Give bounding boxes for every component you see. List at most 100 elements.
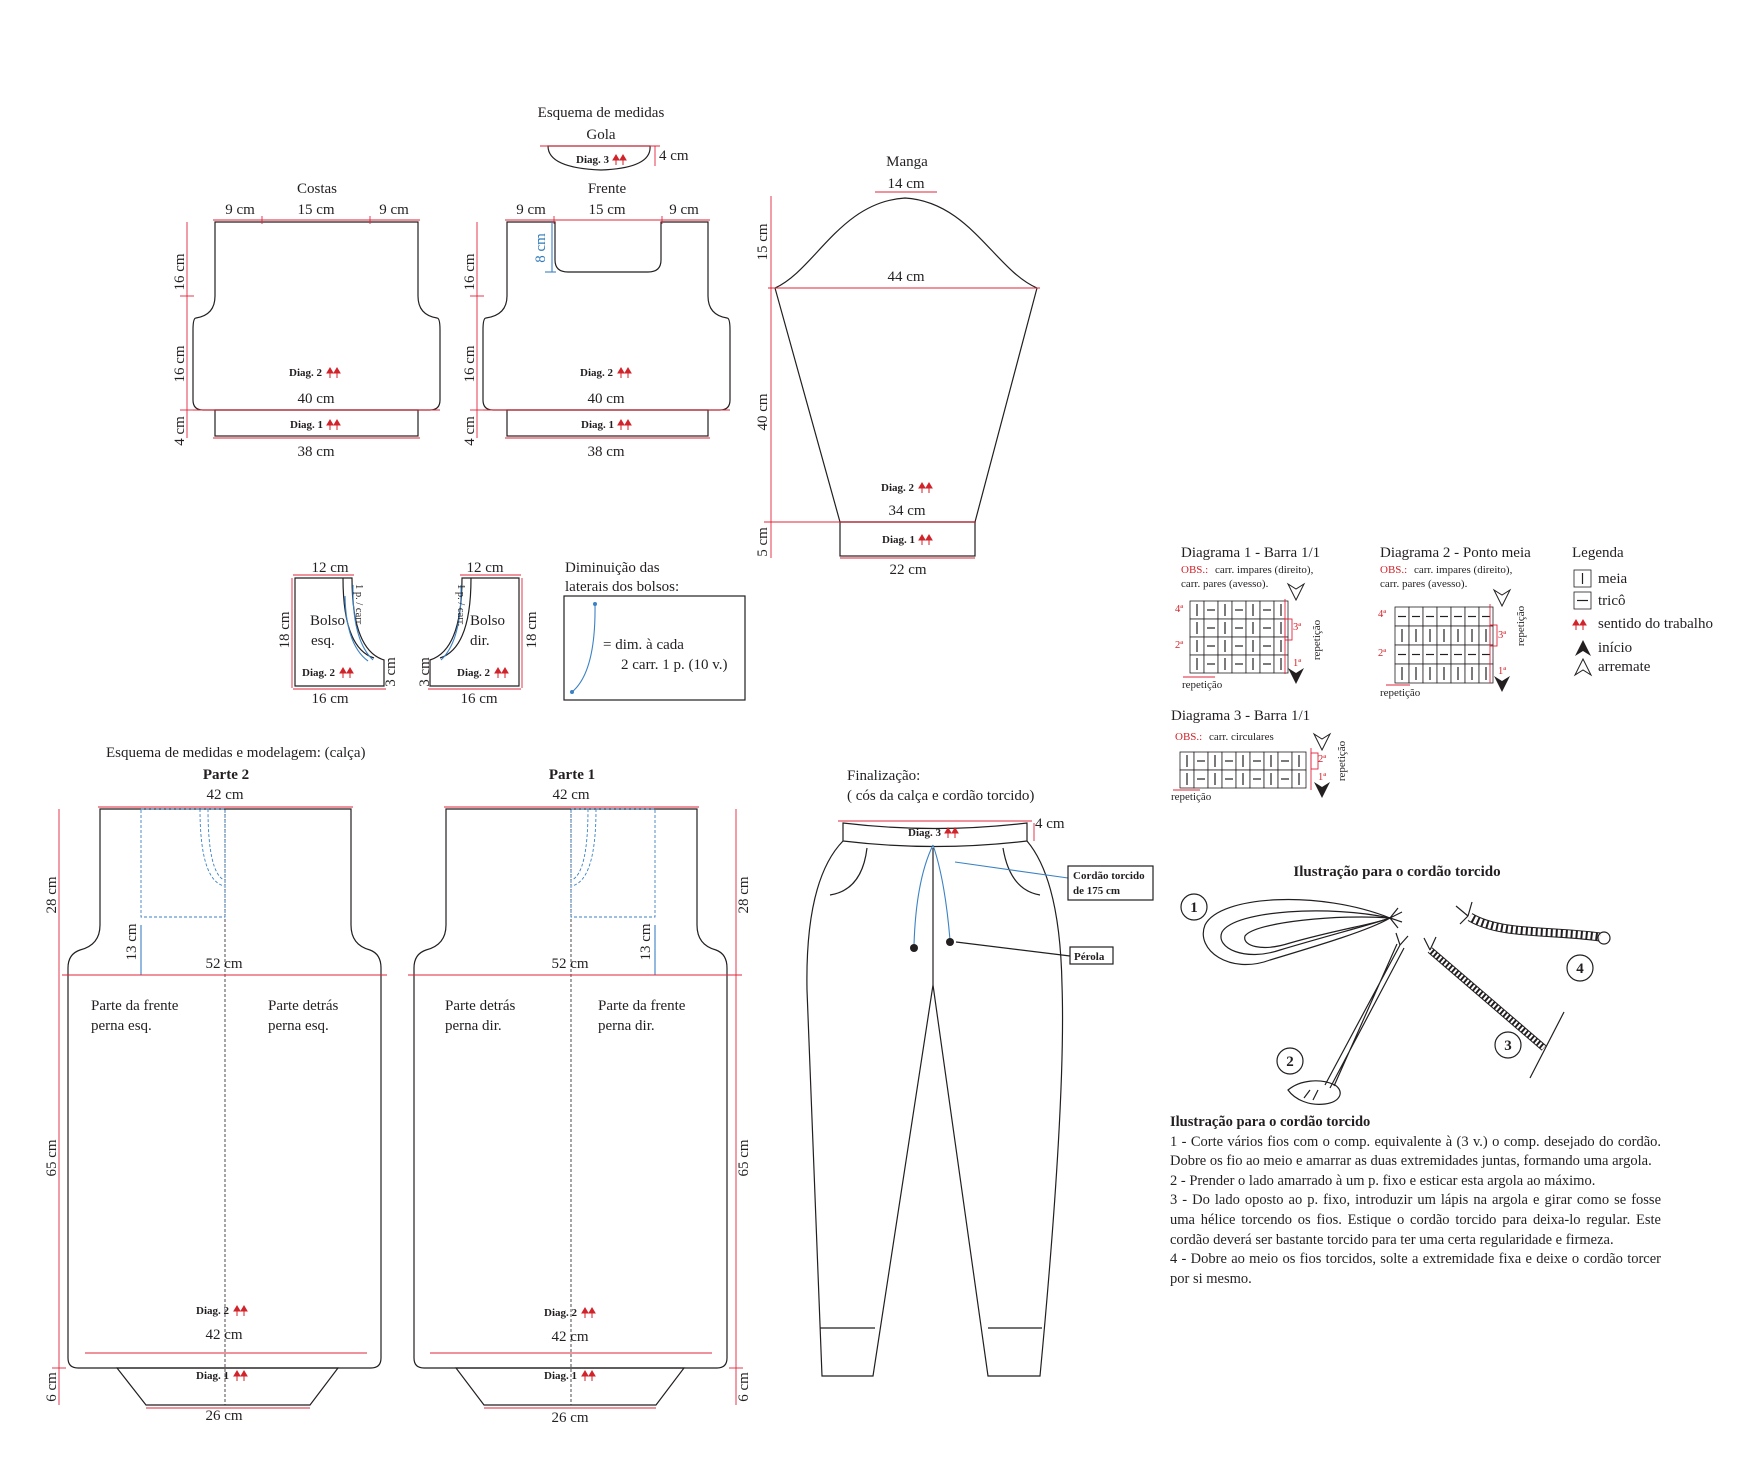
manga-bottom: 22 cm — [889, 562, 926, 578]
dim-text-1: = dim. à cada — [603, 637, 684, 653]
legend-arremate: arremate — [1598, 659, 1651, 675]
costas-top-right: 9 cm — [379, 202, 409, 218]
instruction-step-4: 4 - Dobre ao meio os fios torcidos, solt… — [1170, 1251, 1661, 1287]
pocket-decrease-note: Diminuição das laterais dos bolsos: = di… — [563, 560, 746, 701]
frente-label: Frente — [588, 181, 627, 197]
d1-rep-h: repetição — [1182, 679, 1223, 691]
d3-title: Diagrama 3 - Barra 1/1 — [1171, 708, 1310, 724]
illus-num-1: 1 — [1190, 900, 1198, 916]
d1-obs2: carr. pares (avesso). — [1181, 578, 1269, 590]
frente-side-upper: 16 cm — [462, 253, 478, 290]
frente-side-lower: 16 cm — [462, 345, 478, 382]
bolso-esq-bottom: 16 cm — [311, 691, 348, 707]
parte2-label: Parte 2 — [203, 767, 249, 783]
legend-inicio: início — [1598, 640, 1632, 656]
legend-sentido: sentido do trabalho — [1598, 616, 1713, 632]
d2-row-2: 2ª — [1378, 648, 1386, 659]
d3-row-1: 1ª — [1318, 772, 1326, 783]
parte1-cuff: 6 cm — [736, 1372, 752, 1402]
costas-top-mid: 15 cm — [297, 202, 334, 218]
d1-obs1: carr. impares (direito), — [1215, 564, 1314, 576]
bolso-dir-name2: dir. — [470, 633, 490, 649]
parte2-lower: 42 cm — [205, 1327, 242, 1343]
parte1-diag2: Diag. 2 — [544, 1307, 578, 1319]
calca-parte-2: 42 cm 28 cm 13 cm 52 cm Parte da frente … — [44, 787, 387, 1424]
costas-width: 40 cm — [297, 391, 334, 407]
parte1-label: Parte 1 — [549, 767, 595, 783]
d1-title: Diagrama 1 - Barra 1/1 — [1181, 545, 1320, 561]
frente-top-left: 9 cm — [516, 202, 546, 218]
illus-num-4: 4 — [1576, 961, 1584, 977]
parte2-front-1: Parte da frente — [91, 998, 179, 1014]
costas-top-left: 9 cm — [225, 202, 255, 218]
d2-row-4: 4ª — [1378, 609, 1386, 620]
d1-row-4: 4ª — [1175, 604, 1183, 615]
calca-title: Esquema de medidas e modelagem: (calça) — [106, 745, 365, 761]
parte2-diag1: Diag. 1 — [196, 1370, 229, 1382]
manga-length: 40 cm — [755, 393, 771, 430]
dim-title-2: laterais dos bolsos: — [565, 579, 679, 595]
d1-row-1: 1ª — [1293, 658, 1301, 669]
d2-obs2: carr. pares (avesso). — [1380, 578, 1468, 590]
parte1-lower: 42 cm — [551, 1329, 588, 1345]
parte1-bottom: 26 cm — [551, 1410, 588, 1426]
gola-label: Gola — [586, 127, 616, 143]
d1-row-2: 2ª — [1175, 640, 1183, 651]
illus-num-2: 2 — [1286, 1054, 1294, 1070]
bolso-dir-name1: Bolso — [470, 613, 505, 629]
parte2-pocket: 13 cm — [124, 923, 140, 960]
manga-label: Manga — [886, 154, 928, 170]
manga-diag1: Diag. 1 — [882, 534, 915, 546]
frente-side-rib: 4 cm — [462, 416, 478, 446]
frente-diag1: Diag. 1 — [581, 419, 614, 431]
diagram-3: Diagrama 3 - Barra 1/1 OBS.: carr. circu… — [1171, 708, 1348, 803]
costas-piece: 9 cm 15 cm 9 cm 16 cm 16 cm 4 cm Diag. 2… — [172, 202, 441, 460]
bolso-dir-bottom: 16 cm — [460, 691, 497, 707]
parte1-back-2: perna dir. — [445, 1018, 502, 1034]
bolso-dir-top: 12 cm — [466, 560, 503, 576]
d2-rep-h: repetição — [1380, 687, 1421, 699]
d2-title: Diagrama 2 - Ponto meia — [1380, 545, 1531, 561]
costas-bottom: 38 cm — [297, 444, 334, 460]
diagram-1: Diagrama 1 - Barra 1/1 OBS.: carr. impar… — [1175, 545, 1323, 691]
frente-diag2: Diag. 2 — [580, 367, 614, 379]
diagram-2: Diagrama 2 - Ponto meia OBS.: carr. impa… — [1378, 545, 1531, 699]
parte1-front-2: perna dir. — [598, 1018, 655, 1034]
legend-trico: tricô — [1598, 593, 1626, 609]
frente-width: 40 cm — [587, 391, 624, 407]
d2-obs1: carr. impares (direito), — [1414, 564, 1513, 576]
bolso-esq-top: 12 cm — [311, 560, 348, 576]
bolso-dir-diag: Diag. 2 — [457, 667, 491, 679]
parte2-top: 42 cm — [206, 787, 243, 803]
manga-lower-width: 34 cm — [888, 503, 925, 519]
frente-bottom: 38 cm — [587, 444, 624, 460]
d3-obs: OBS.: — [1175, 731, 1202, 743]
parte1-hip: 52 cm — [551, 956, 588, 972]
bolso-dir-corner: 3 cm — [417, 657, 433, 687]
frente-neck-depth: 8 cm — [533, 233, 549, 263]
final-pearl: Pérola — [1074, 951, 1105, 963]
d1-rep-v: repetição — [1311, 619, 1323, 660]
final-title-2: ( cós da calça e cordão torcido) — [847, 788, 1034, 804]
final-waist: 4 cm — [1035, 816, 1065, 832]
illus-num-3: 3 — [1504, 1038, 1512, 1054]
bolso-esq: 1 p. / carr. 12 cm 18 cm Bolso esq. Diag… — [277, 560, 399, 707]
parte1-front-1: Parte da frente — [598, 998, 686, 1014]
costas-diag1: Diag. 1 — [290, 419, 323, 431]
d1-row-3: 3ª — [1293, 622, 1301, 633]
manga-cap-height: 15 cm — [755, 223, 771, 260]
d2-row-3: 3ª — [1498, 630, 1506, 641]
frente-piece: 8 cm 9 cm 15 cm 9 cm 16 cm 16 cm 4 cm Di… — [462, 202, 731, 460]
parte1-back-1: Parte detrás — [445, 998, 516, 1014]
parte1-pocket: 13 cm — [638, 923, 654, 960]
parte1-diag1: Diag. 1 — [544, 1370, 577, 1382]
d2-obs: OBS.: — [1380, 564, 1407, 576]
manga-top: 14 cm — [887, 176, 924, 192]
bolso-esq-side: 18 cm — [277, 611, 293, 648]
parte2-leg: 65 cm — [44, 1139, 60, 1176]
manga-cuff: 5 cm — [755, 527, 771, 557]
parte1-leg: 65 cm — [736, 1139, 752, 1176]
gola-diag: Diag. 3 — [576, 154, 610, 166]
bolso-esq-name1: Bolso — [310, 613, 345, 629]
